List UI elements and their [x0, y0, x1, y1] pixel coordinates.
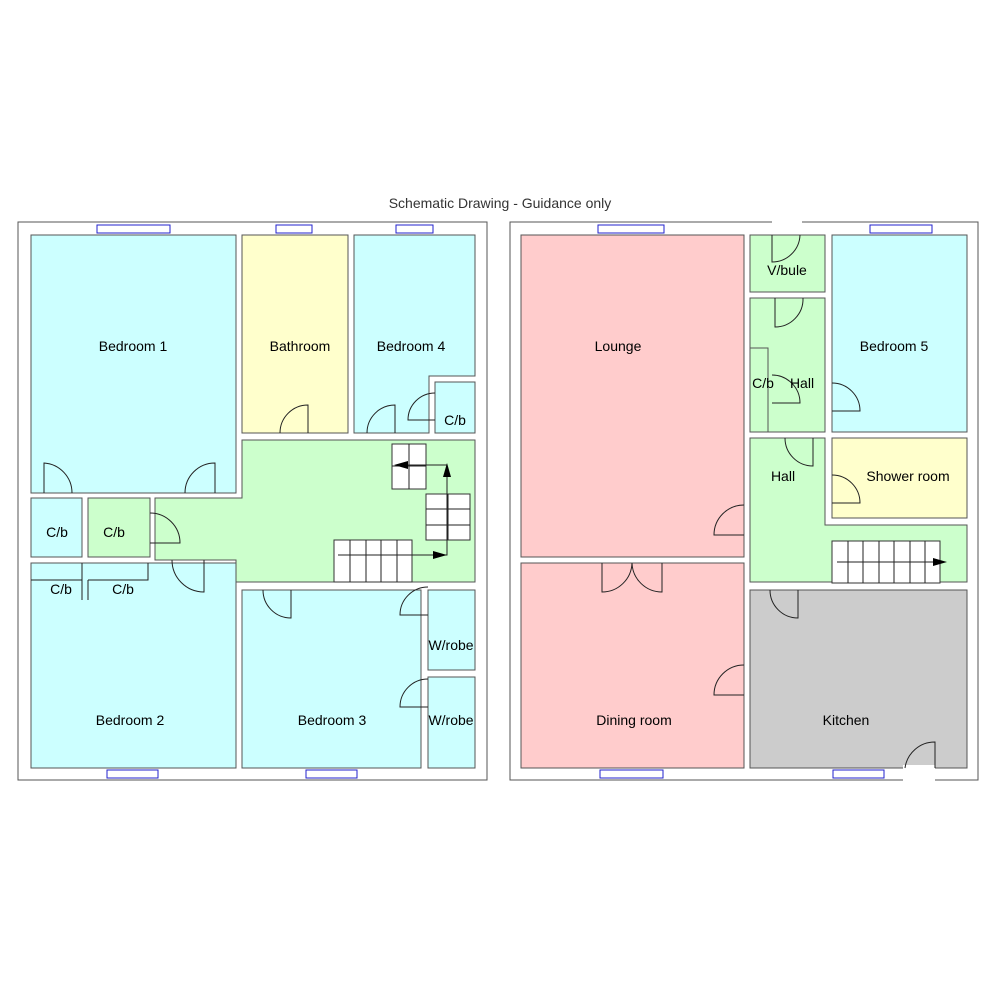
label-cupboard-green: C/b: [103, 524, 125, 540]
label-cupboard-small-2: C/b: [112, 581, 134, 597]
staircase-ground: [831, 540, 947, 584]
door-vestibule: [774, 297, 804, 328]
room-bathroom: [241, 234, 349, 434]
door-front: [771, 234, 801, 263]
door-wardrobe-1: [399, 586, 429, 616]
front-door-gap: [772, 220, 802, 234]
label-lounge: Lounge: [595, 338, 642, 354]
room-kitchen: [749, 589, 968, 769]
door-shower: [831, 474, 861, 504]
label-cupboard-small-1: C/b: [50, 581, 72, 597]
door-cupboard-bed4: [407, 392, 436, 421]
room-cupboard: [749, 347, 769, 433]
label-hall: Hall: [771, 468, 795, 484]
label-vestibule: V/bule: [767, 262, 807, 278]
staircase-upper: [333, 443, 471, 583]
room-bedroom-1: [30, 234, 237, 494]
room-dining: [520, 562, 745, 769]
label-bedroom-5: Bedroom 5: [860, 338, 929, 354]
room-wardrobe-1: [427, 589, 476, 671]
door-back: [904, 741, 936, 769]
room-bedroom-2: [30, 562, 237, 769]
cupboard-partitions: [31, 563, 149, 600]
room-shower: [831, 437, 968, 519]
label-cupboard-bed4: C/b: [444, 412, 466, 428]
door-cupboard: [771, 374, 801, 404]
door-cupboard-green: [149, 512, 181, 544]
label-cupboard: C/b: [752, 375, 774, 391]
label-bedroom-3: Bedroom 3: [298, 712, 367, 728]
room-lounge: [520, 234, 745, 558]
windows-ground: [597, 224, 933, 779]
room-bedroom-3: [241, 589, 422, 769]
label-hall-upper: Hall: [790, 375, 814, 391]
label-wardrobe-1: W/robe: [428, 637, 473, 653]
door-cupboard-left: [43, 462, 73, 494]
ground-floor: Lounge Dining room V/bule C/b Hall Bedro…: [509, 220, 979, 783]
windows-upper: [96, 224, 434, 779]
label-bedroom-1: Bedroom 1: [99, 338, 168, 354]
label-kitchen: Kitchen: [823, 712, 870, 728]
label-cupboard-left: C/b: [46, 524, 68, 540]
room-vestibule: [749, 234, 826, 293]
back-door-gap: [903, 765, 935, 783]
room-cupboard-green: [87, 497, 151, 558]
door-dining-kitchen: [713, 664, 745, 696]
label-wardrobe-2: W/robe: [428, 712, 473, 728]
door-bedroom-1: [184, 462, 216, 494]
door-bathroom: [279, 404, 309, 434]
label-bedroom-2: Bedroom 2: [96, 712, 165, 728]
drawing-title: Schematic Drawing - Guidance only: [389, 195, 612, 211]
room-cupboard-bed4: [434, 381, 476, 434]
door-bedroom-5: [831, 382, 861, 412]
label-shower-room: Shower room: [866, 468, 949, 484]
label-dining-room: Dining room: [596, 712, 671, 728]
door-bedroom-2: [171, 559, 205, 593]
label-bathroom: Bathroom: [270, 338, 331, 354]
door-lounge: [713, 504, 745, 536]
door-bedroom-3: [262, 589, 292, 619]
door-bedroom-4: [366, 404, 396, 434]
room-bedroom-4: [353, 234, 476, 434]
door-lounge-dining: [601, 562, 663, 593]
label-bedroom-4: Bedroom 4: [377, 338, 446, 354]
upper-floor: Bedroom 1 Bathroom Bedroom 4 C/b C/b C/b…: [17, 221, 488, 781]
door-hall: [784, 437, 814, 467]
door-wardrobe-2: [399, 678, 429, 708]
room-bedroom-5: [831, 234, 968, 433]
room-wardrobe-2: [427, 676, 476, 769]
room-cupboard-left: [30, 497, 83, 558]
door-kitchen: [769, 589, 799, 619]
